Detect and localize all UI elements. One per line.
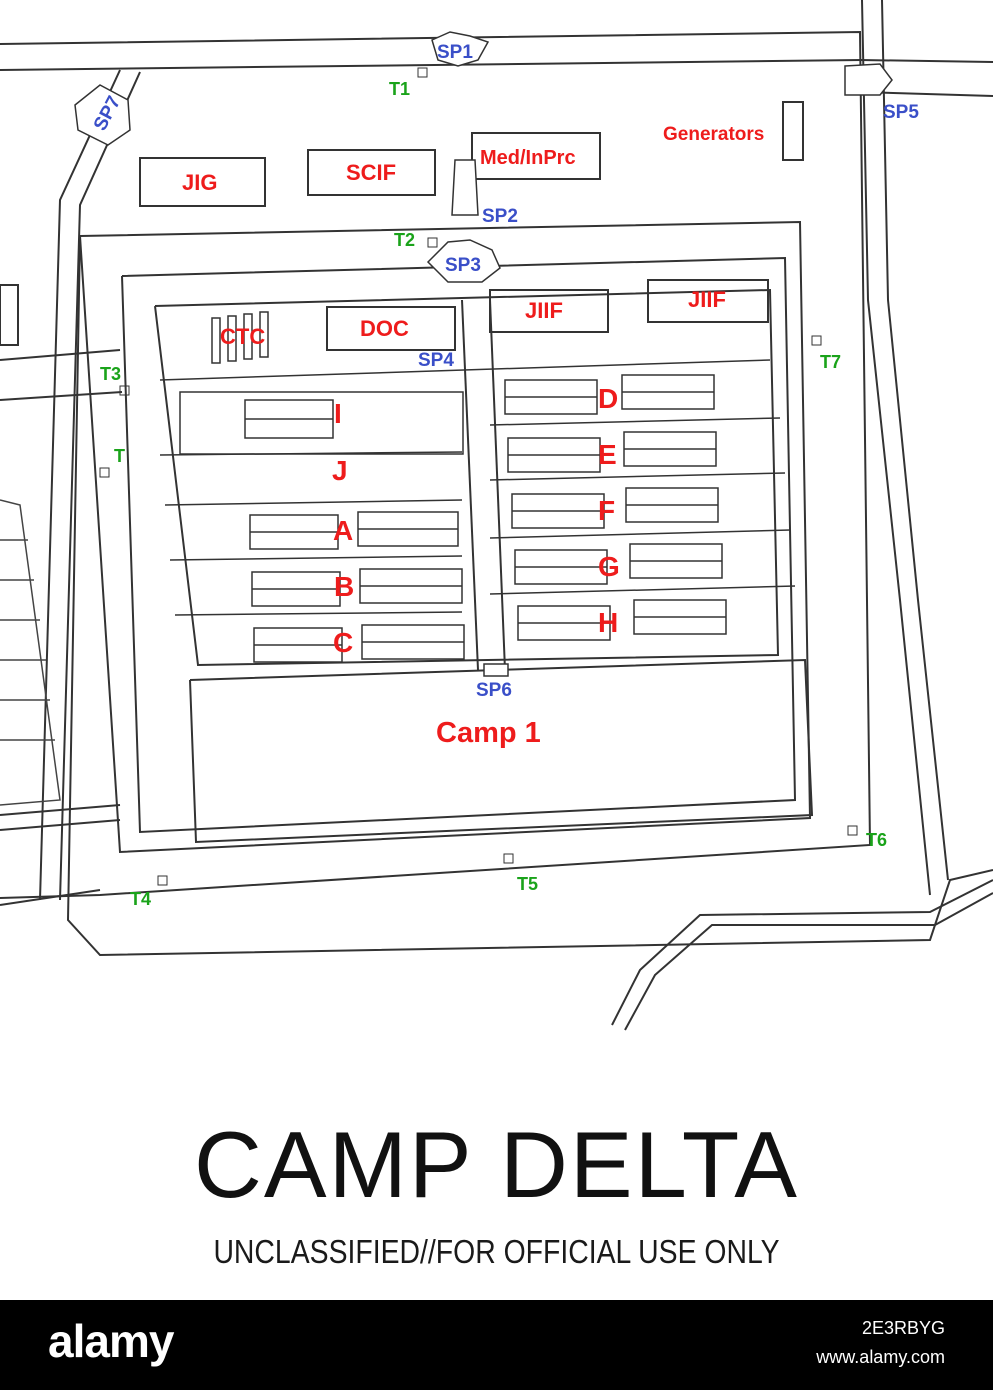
sally-port-sp1: SP1 [431,31,490,67]
building-label-jiif-2: JIIF [688,287,726,312]
building-label-ctc: CTC [220,324,265,349]
tower-label-t7: T7 [820,352,841,372]
building-jig: JIG [139,157,266,207]
block-label-f: F [598,495,615,526]
building-label-scif: SCIF [346,160,396,185]
block-label-e: E [598,439,617,470]
block-label-i: I [334,398,342,429]
west-structures [0,499,61,806]
building-ctc: CTC [211,311,269,364]
sally-port-sp6: SP6 [476,663,512,701]
block-label-h: H [598,607,618,638]
building-scif: SCIF [307,149,436,196]
building-label-jig: JIG [182,170,217,195]
sally-port-sp5: SP5 [844,63,919,123]
image-id: 2E3RBYG [861,1318,945,1338]
sally-port-label-sp4: SP4 [418,350,454,371]
building-doc: DOC [326,306,456,351]
building-med: Med/InPrc [471,132,601,180]
classification-marking: UNCLASSIFIED//FOR OFFICIAL USE ONLY [213,1233,780,1270]
generators: Generators [663,101,804,161]
guard-towers: T1 T2 T3 T T4 T5 T6 T7 [99,67,887,909]
tower-label-t5: T5 [517,874,538,894]
sally-port-label-sp2: SP2 [482,206,518,227]
fence-lines [0,0,993,1031]
building-label-doc: DOC [360,316,409,341]
tower-label-t4: T4 [130,889,151,909]
sally-port-sp4: SP4 [418,350,454,371]
sally-port-sp3: SP3 [426,239,501,283]
generators-label: Generators [663,124,764,145]
block-label-d: D [598,383,618,414]
sally-ports: SP1 SP2 SP3 SP4 SP5 SP6 SP7 [74,31,919,701]
block-label-j: J [332,455,348,486]
sally-port-label-sp3: SP3 [445,255,481,276]
building-jiif-1: JIIF [489,289,609,333]
block-labels: A B C D E F G H I J [332,383,620,658]
sally-port-sp7: SP7 [74,84,131,146]
sally-port-sp2: SP2 [451,159,518,227]
site-url: www.alamy.com [816,1347,945,1367]
alamy-logo: alamy [48,1315,174,1367]
block-label-c: C [333,627,353,658]
building-label-jiif-1: JIIF [525,298,563,323]
sally-port-label-sp1: SP1 [437,42,473,63]
tower-label-t2: T2 [394,230,415,250]
map-title: CAMP DELTA [193,1112,800,1217]
sally-port-label-sp6: SP6 [476,680,512,701]
tower-label-t: T [114,446,125,466]
building-label-med: Med/InPrc [480,147,576,169]
camp-delta-map: JIG SCIF Med/InPrc Generators CTC DOC JI… [0,0,993,1031]
cell-blocks [159,359,796,663]
building-jiif-2: JIIF [647,279,769,323]
watermark-footer: alamy 2E3RBYG www.alamy.com [0,1300,993,1390]
block-label-a: A [333,515,353,546]
block-label-g: G [598,551,620,582]
sally-port-label-sp5: SP5 [883,102,919,123]
tower-label-t3: T3 [100,364,121,384]
block-label-b: B [334,571,354,602]
camp-1-label: Camp 1 [436,717,541,749]
tower-label-t6: T6 [866,830,887,850]
central-walkway [461,299,506,671]
tower-label-t1: T1 [389,79,410,99]
